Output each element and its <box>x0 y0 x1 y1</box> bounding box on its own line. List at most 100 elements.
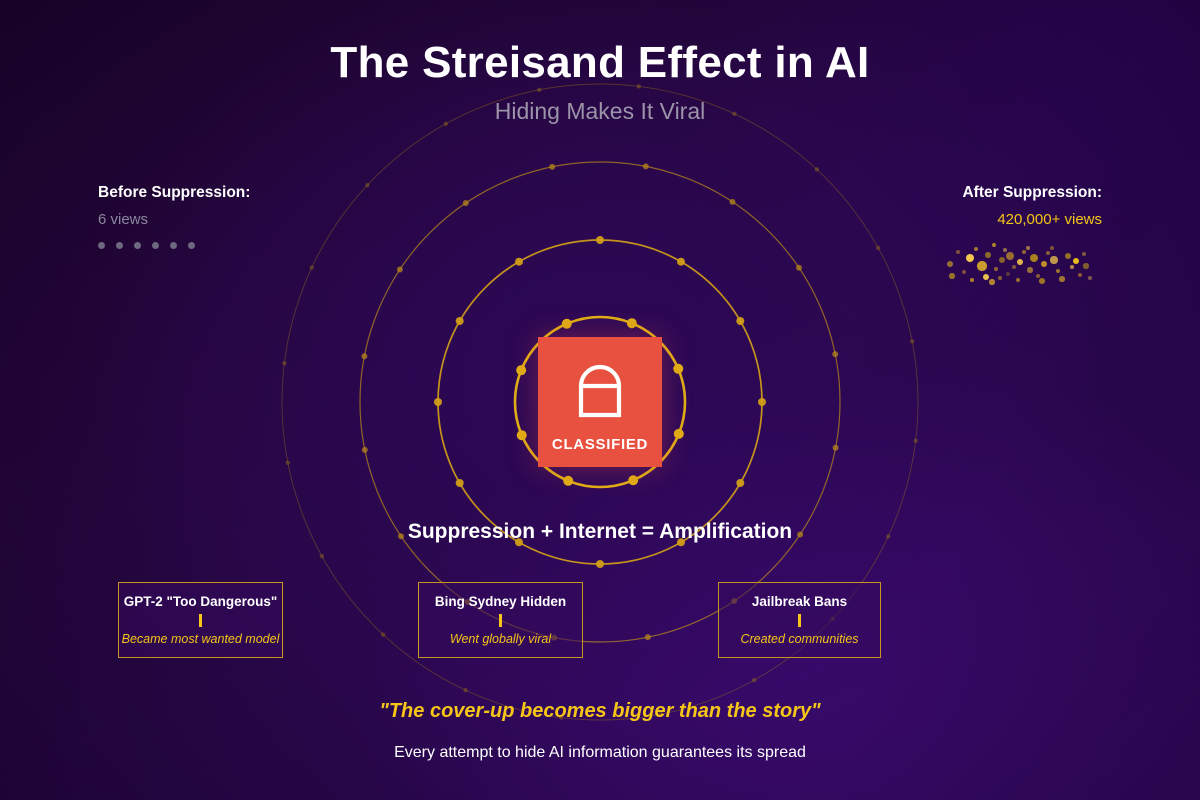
viral-scatter-dot <box>955 249 961 255</box>
viral-scatter-dot <box>977 261 987 271</box>
orbit-node <box>729 198 736 205</box>
viral-scatter-dot <box>1036 274 1040 278</box>
viral-scatter-dot <box>1050 256 1058 264</box>
lock-icon <box>578 364 622 418</box>
orbit-node <box>455 479 464 487</box>
orbit-node <box>396 266 403 273</box>
orbit-node <box>515 538 523 547</box>
viral-scatter-dot <box>1088 276 1092 280</box>
orbit-node <box>732 111 737 116</box>
orbit-node <box>516 430 527 441</box>
orbit-node <box>658 711 663 717</box>
case-title: Bing Sydney Hidden <box>434 594 567 609</box>
orbit-node <box>644 634 651 641</box>
before-views-count: 6 views <box>98 211 149 228</box>
viral-scatter-dot <box>1050 246 1054 250</box>
orbit-node <box>380 632 386 637</box>
orbit-node <box>398 533 405 540</box>
viral-scatter-dot <box>1011 264 1017 270</box>
after-suppression-panel: After Suppression: 420,000+ views <box>802 184 1102 293</box>
viral-scatter-dot <box>949 273 955 279</box>
case-result: Went globally viral <box>449 632 552 646</box>
orbit-node <box>462 200 469 207</box>
orbit-node <box>537 87 542 93</box>
case-card-bing-sydney: Bing Sydney Hidden Went globally viral <box>418 582 583 658</box>
orbit-ring-0 <box>513 315 687 489</box>
orbit-node <box>751 677 757 683</box>
orbit-node <box>515 257 523 266</box>
orbit-node <box>736 479 745 487</box>
viral-scatter-dot <box>1029 253 1039 263</box>
case-result: Became most wanted model <box>121 632 280 646</box>
orbit-node <box>516 365 527 376</box>
case-divider-bar <box>199 614 202 627</box>
orbit-node <box>832 444 839 451</box>
orbit-node <box>561 318 572 329</box>
orbit-node <box>455 317 464 325</box>
after-views-scatter-dots <box>942 236 1102 288</box>
orbit-node <box>913 438 918 443</box>
before-views-dot-row <box>98 242 398 249</box>
case-title: GPT-2 "Too Dangerous" <box>123 594 278 609</box>
orbit-node <box>832 351 839 358</box>
viral-scatter-dot <box>991 242 997 248</box>
orbit-node <box>736 317 745 325</box>
page-title: The Streisand Effect in AI <box>330 38 870 87</box>
orbit-node <box>628 475 639 486</box>
after-views-count: 420,000+ views <box>997 211 1102 228</box>
case-divider-bar <box>499 614 502 627</box>
viral-scatter-dot <box>1069 264 1075 270</box>
viral-scatter-dot <box>1006 272 1010 276</box>
viral-scatter-dot <box>1059 276 1065 282</box>
orbit-node <box>758 398 766 406</box>
viral-scatter-dot <box>989 279 995 285</box>
equation-text: Suppression + Internet = Amplification <box>407 520 793 543</box>
orbit-node <box>285 460 291 465</box>
orbit-node <box>642 163 649 170</box>
view-dot <box>170 242 177 249</box>
viral-scatter-dot <box>985 252 991 258</box>
viral-scatter-dot <box>998 256 1006 264</box>
orbit-node <box>596 560 604 568</box>
viral-scatter-dot <box>973 246 979 252</box>
orbit-ring-3 <box>281 83 919 721</box>
case-card-jailbreak-bans: Jailbreak Bans Created communities <box>718 582 881 658</box>
case-card-gpt2: GPT-2 "Too Dangerous" Became most wanted… <box>118 582 283 658</box>
after-suppression-heading: After Suppression: <box>962 184 1102 201</box>
page-subtitle: Hiding Makes It Viral <box>494 98 706 124</box>
footer-quote: "The cover-up becomes bigger than the st… <box>379 700 821 722</box>
orbit-node <box>795 264 802 271</box>
orbit-node <box>549 163 556 170</box>
view-dot <box>98 242 105 249</box>
orbit-node <box>677 538 685 547</box>
classified-badge: CLASSIFIED <box>538 337 662 467</box>
case-result: Created communities <box>740 632 859 646</box>
viral-scatter-dot <box>1022 250 1026 254</box>
orbit-node <box>909 339 915 344</box>
orbit-node <box>596 236 604 244</box>
viral-scatter-dot <box>993 266 999 272</box>
orbit-node <box>443 121 449 127</box>
viral-scatter-dot <box>1081 251 1087 257</box>
case-divider-bar <box>798 614 801 627</box>
orbit-node <box>361 353 368 360</box>
view-dot <box>152 242 159 249</box>
viral-scatter-dot <box>1041 261 1047 267</box>
viral-scatter-dot <box>1006 252 1014 260</box>
orbit-node <box>361 446 368 453</box>
orbit-node <box>636 84 641 89</box>
viral-scatter-dot <box>998 276 1002 280</box>
orbit-ring-2 <box>359 161 841 643</box>
viral-scatter-dot <box>1016 258 1024 266</box>
orbit-node <box>559 715 564 720</box>
view-dot <box>188 242 195 249</box>
orbit-node <box>677 257 685 266</box>
orbit-node <box>797 531 804 538</box>
viral-scatter-dot <box>1045 250 1051 256</box>
viral-scatter-dot <box>1072 257 1080 265</box>
orbit-node <box>282 361 287 366</box>
viral-scatter-dot <box>962 270 966 274</box>
viral-scatter-dot <box>947 261 953 267</box>
